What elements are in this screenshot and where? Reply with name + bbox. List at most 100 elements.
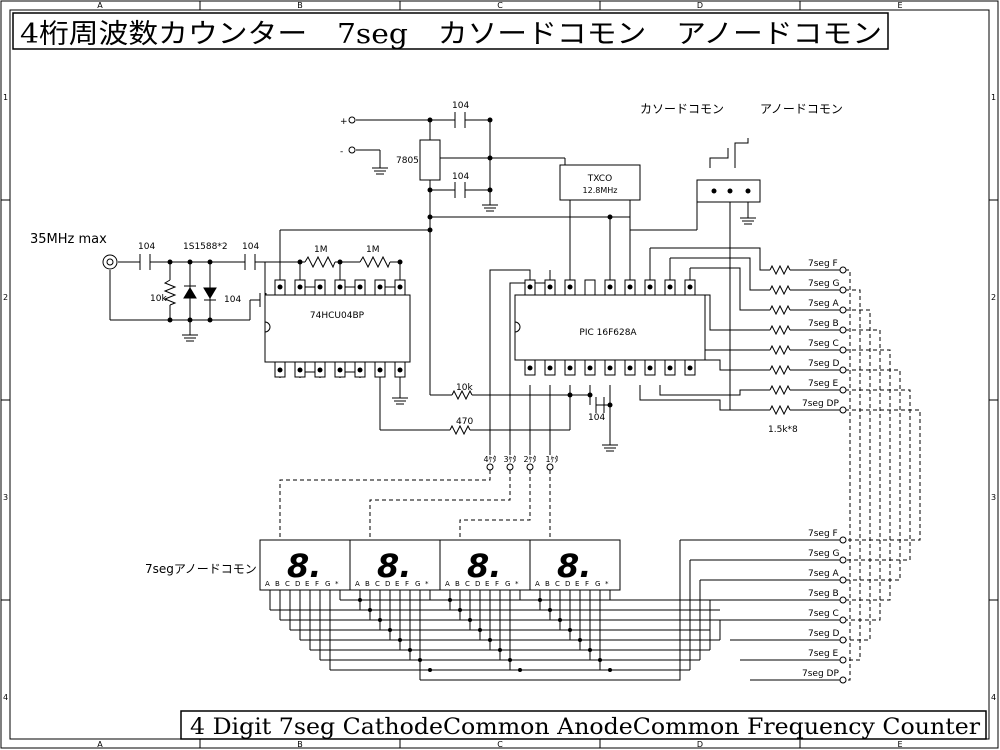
digit-4-label: 4ｹﾀ (483, 455, 496, 464)
row-marker-1-right: 1 (991, 93, 996, 102)
svg-text:G: G (325, 580, 330, 588)
svg-text:*: * (515, 580, 519, 588)
row-marker-2: 2 (3, 293, 8, 302)
title-box (12, 12, 889, 50)
seg-label-top-e: 7seg E (808, 379, 839, 389)
svg-text:C: C (555, 580, 560, 588)
cap-mid-label: 104 (452, 172, 469, 182)
seg-label-bottom-dp: 7seg DP (802, 669, 839, 679)
minus-label: - (340, 147, 343, 157)
seg-label-top-b: 7seg B (808, 319, 839, 329)
page-subtitle: 4 Digit 7seg CathodeCommon AnodeCommon F… (190, 715, 981, 740)
diode-label: 1S1588*2 (183, 242, 228, 252)
svg-text:E: E (395, 580, 399, 588)
svg-text:G: G (595, 580, 600, 588)
col-marker-a-bottom: A (97, 740, 103, 749)
svg-text:*: * (425, 580, 429, 588)
seg-label-bottom-a: 7seg A (808, 569, 840, 579)
txco-name: TXCO (587, 174, 612, 184)
row-marker-3-right: 3 (991, 493, 996, 502)
seg-label-bottom-d: 7seg D (808, 629, 840, 639)
col-marker-c-bottom: C (497, 740, 503, 749)
svg-text:E: E (575, 580, 579, 588)
col-marker-d: D (697, 1, 703, 10)
svg-text:C: C (465, 580, 470, 588)
seg-label-bottom-b: 7seg B (808, 589, 839, 599)
components (102, 112, 791, 591)
svg-text:D: D (385, 580, 390, 588)
col-marker-c: C (497, 1, 503, 10)
jumper-cathode-label: カソードコモン (640, 102, 724, 116)
row-marker-3: 3 (3, 493, 8, 502)
seg-resistor-label: 1.5k*8 (768, 425, 798, 435)
cap-top-label: 104 (452, 101, 469, 111)
seg-label-bottom-f: 7seg F (808, 529, 838, 539)
display-digit-3: 8. (377, 547, 411, 585)
seg-label-bottom-e: 7seg E (808, 649, 839, 659)
input-frequency-label: 35MHz max (30, 232, 107, 247)
svg-text:G: G (505, 580, 510, 588)
seg-label-top-a: 7seg A (808, 299, 840, 309)
svg-text:F: F (585, 580, 589, 588)
svg-text:B: B (455, 580, 460, 588)
regulator-label: 7805 (396, 156, 419, 166)
row-marker-2-right: 2 (991, 293, 996, 302)
subtitle-box (180, 710, 987, 740)
digit-2-label: 2ｹﾀ (523, 455, 536, 464)
svg-text:A: A (535, 580, 540, 588)
svg-text:B: B (545, 580, 550, 588)
junction-dots (167, 117, 751, 672)
seg-label-top-dp: 7seg DP (802, 399, 839, 409)
jumper-anode-label: アノードコモン (760, 102, 843, 116)
ic1-name: 74HCU04BP (310, 311, 365, 321)
input-cap1-label: 104 (138, 242, 155, 252)
svg-text:C: C (375, 580, 380, 588)
input-cap2-label: 104 (242, 242, 259, 252)
seg-label-top-d: 7seg D (808, 359, 840, 369)
svg-text:E: E (485, 580, 489, 588)
feedback-r2-label: 1M (366, 245, 380, 255)
svg-text:F: F (405, 580, 409, 588)
row-marker-1: 1 (3, 93, 8, 102)
svg-text:F: F (315, 580, 319, 588)
svg-text:*: * (605, 580, 609, 588)
svg-text:G: G (415, 580, 420, 588)
input-cap3-label: 104 (224, 295, 241, 305)
display-digit-4: 8. (287, 547, 321, 585)
seg-label-bottom-c: 7seg C (808, 609, 839, 619)
row-marker-4: 4 (3, 693, 8, 702)
bias-resistor-label: 10k (150, 294, 167, 304)
col-marker-d-bottom: D (697, 740, 703, 749)
terminals (348, 116, 847, 684)
svg-text:D: D (475, 580, 480, 588)
svg-text:A: A (445, 580, 450, 588)
dashed-links (279, 269, 921, 681)
col-marker-e: E (897, 1, 902, 10)
r470-label: 470 (456, 417, 473, 427)
svg-text:A: A (355, 580, 360, 588)
row-marker-4-right: 4 (991, 693, 996, 702)
svg-text:B: B (275, 580, 280, 588)
pic-cap-label: 104 (588, 413, 605, 423)
display-digit-2: 8. (467, 547, 501, 585)
svg-text:A: A (265, 580, 270, 588)
plus-label: + (340, 117, 348, 127)
display-digit-1: 8. (557, 547, 591, 585)
digit-3-label: 3ｹﾀ (503, 455, 516, 464)
col-marker-b: B (297, 1, 303, 10)
feedback-r1-label: 1M (314, 245, 328, 255)
ic2-name: PIC 16F628A (579, 328, 637, 338)
col-marker-e-bottom: E (897, 740, 902, 749)
schematic-wires (109, 119, 840, 681)
seg-label-bottom-g: 7seg G (808, 549, 840, 559)
svg-text:F: F (495, 580, 499, 588)
seg-label-top-c: 7seg C (808, 339, 839, 349)
txco-freq: 12.8MHz (583, 186, 618, 195)
r10k-label: 10k (456, 383, 473, 393)
svg-text:E: E (305, 580, 309, 588)
